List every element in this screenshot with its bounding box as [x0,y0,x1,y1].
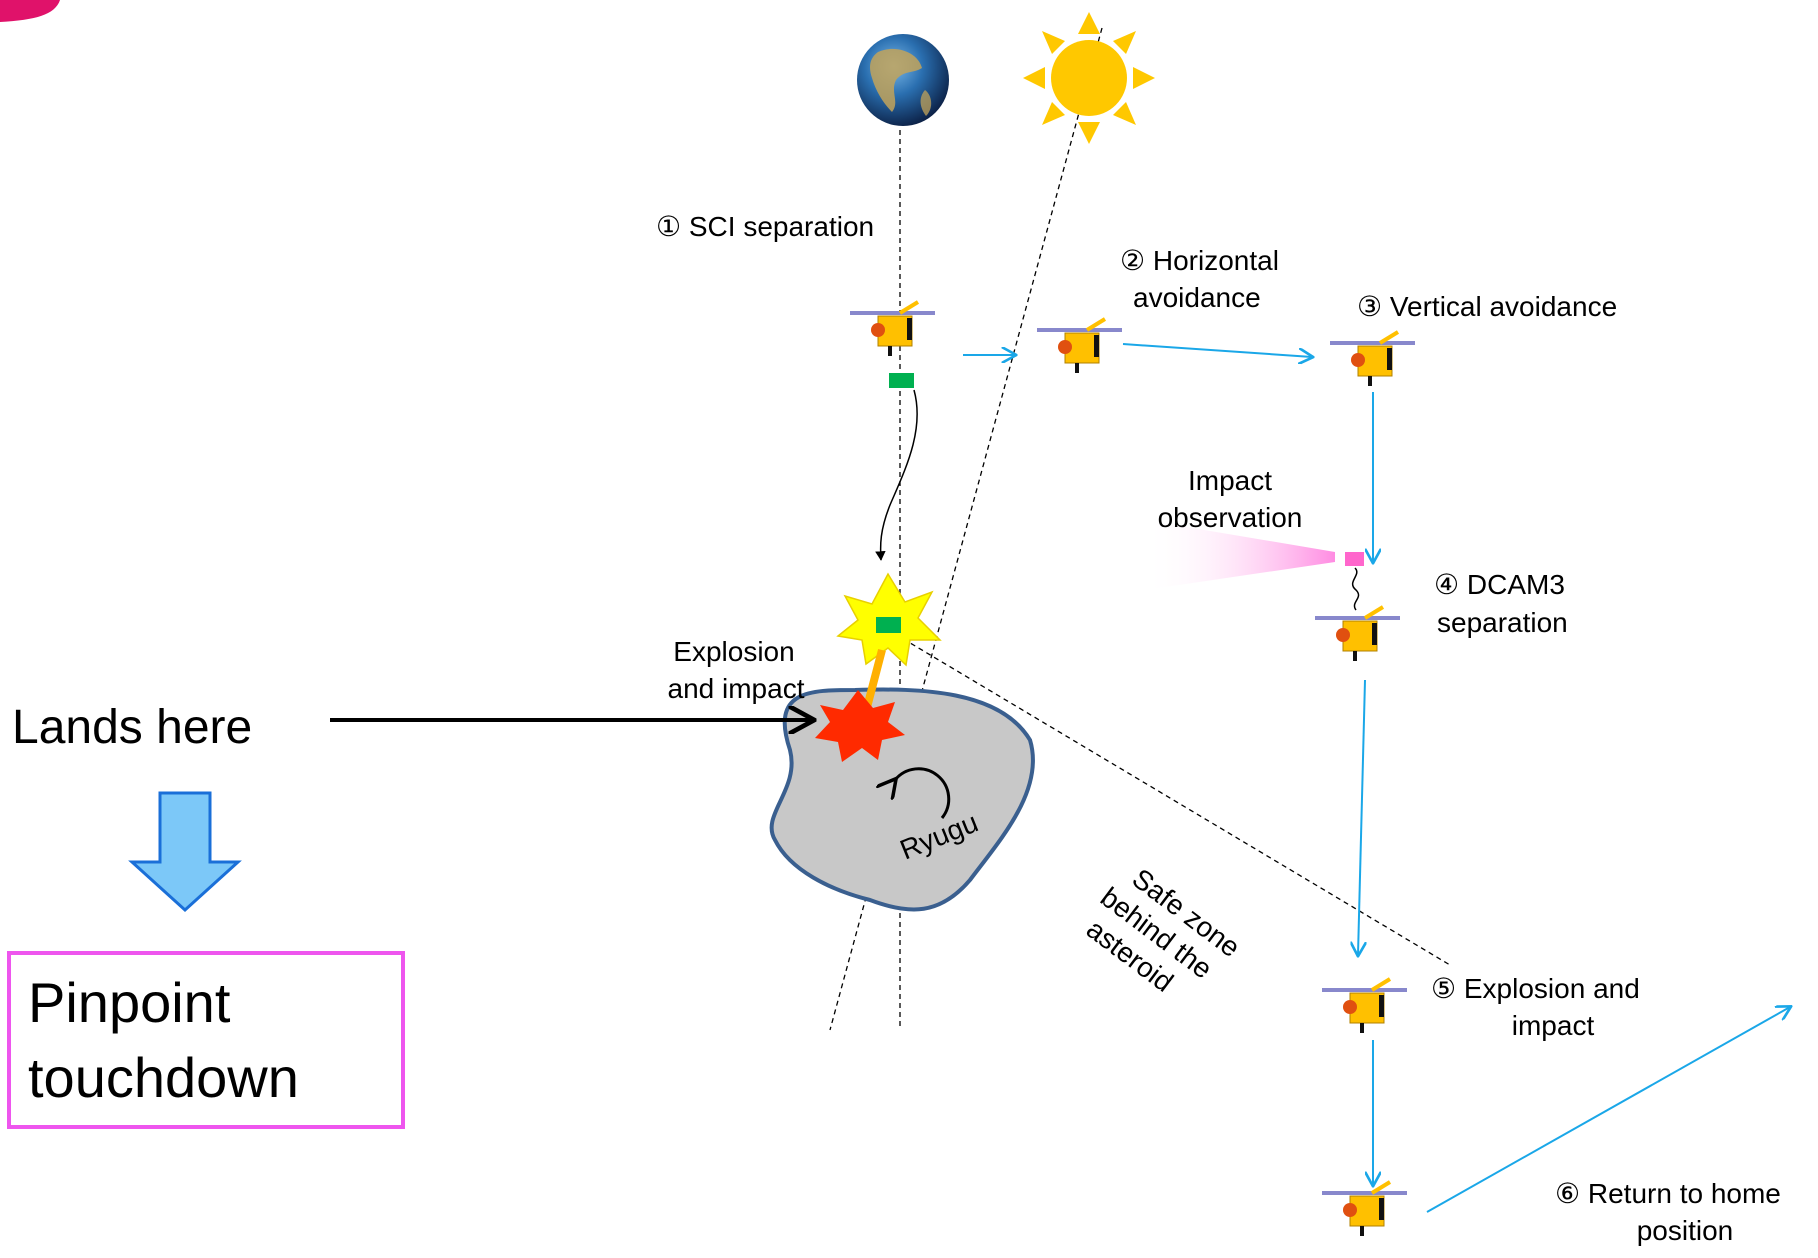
sci-impactor-icon [889,373,914,388]
sun-icon [1023,12,1155,144]
explosion-label-line2: and impact [668,673,805,704]
observation-beam [1145,520,1335,590]
step6-label-line2: position [1637,1215,1734,1246]
corner-logo-fragment [0,0,60,22]
spacecraft-icon-pos3 [1328,330,1417,388]
step4-label-line2: separation [1437,607,1568,638]
step5-label-line2: impact [1512,1010,1595,1041]
sci-at-explosion-icon [876,617,901,633]
earth-icon [857,34,949,126]
step6-label-line1: ⑥ Return to home [1555,1178,1781,1209]
step5-label-line1: ⑤ Explosion and [1431,973,1640,1004]
pinpoint-label-line1: Pinpoint [28,971,231,1034]
sci-trajectory [875,389,918,561]
explosion-label-line1: Explosion [673,636,794,667]
flow-arrows [963,343,1790,1213]
impact-burst-icon [815,690,905,762]
impact-observation-label-line2: observation [1158,502,1303,533]
lands-here-label: Lands here [12,701,252,754]
rotation-arrow-icon [895,767,951,819]
spacecraft-icon-pos6 [1320,1180,1409,1238]
impact-observation-label-line1: Impact [1188,465,1272,496]
asteroid-ryugu [769,687,1035,912]
pinpoint-touchdown-box [7,951,405,1129]
step1-label: ① SCI separation [656,211,874,242]
step3-label: ③ Vertical avoidance [1357,291,1617,322]
spacecraft-icon-pos1 [848,300,937,358]
step2-label-line1: ② Horizontal [1120,245,1279,276]
dcam3-tether [1351,567,1360,611]
spacecraft-icon-pos2 [1035,317,1124,375]
spacecraft-icon-pos5 [1320,977,1409,1035]
pinpoint-label-line2: touchdown [28,1046,299,1109]
spacecraft-icon-pos4 [1313,605,1402,663]
down-arrow-icon [128,791,242,913]
step2-label-line2: avoidance [1133,282,1261,313]
safe-zone-boundary-line [879,624,1451,966]
dcam3-icon [1345,552,1364,566]
safe-zone-label: Safe zone behind the asteroid [1081,862,1246,997]
step4-label-line1: ④ DCAM3 [1434,569,1565,600]
